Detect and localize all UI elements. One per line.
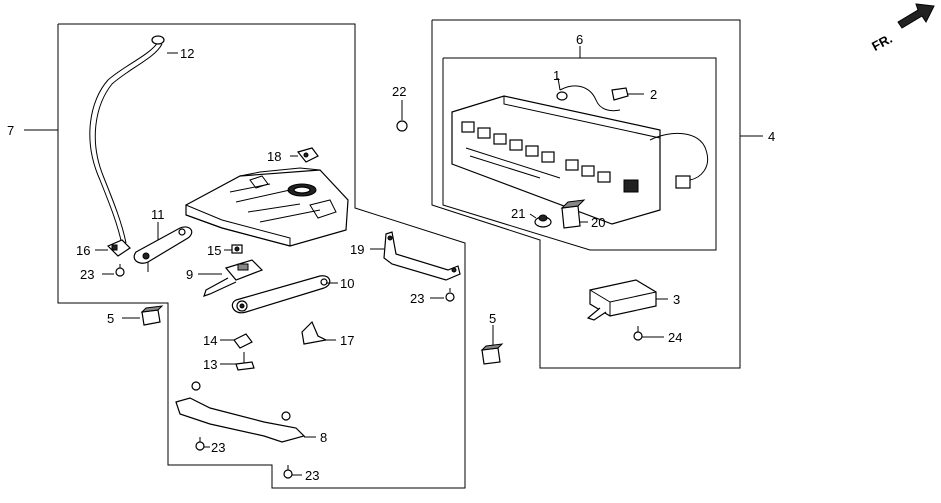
group-6-outline <box>442 46 717 251</box>
front-direction-arrow: FR. <box>869 3 935 54</box>
part-15-grommet <box>224 244 243 254</box>
part-18-clip <box>290 147 319 163</box>
part-8-mounting-bracket <box>175 381 316 443</box>
control-unit-buttons <box>461 121 639 193</box>
part-17-bracket <box>301 320 336 345</box>
callout-21: 21 <box>511 206 525 221</box>
callout-9: 9 <box>186 267 193 282</box>
callout-19: 19 <box>350 242 364 257</box>
callout-13: 13 <box>203 357 217 372</box>
part-11-lever <box>133 222 193 272</box>
part-9-slide-lever <box>198 259 264 297</box>
callout-18: 18 <box>267 149 281 164</box>
group-7-outline <box>24 23 466 489</box>
part-5-knob-middle <box>480 325 504 365</box>
part-6-heater-control-unit <box>451 85 708 225</box>
part-22-screw <box>396 100 408 132</box>
part-24-screw <box>633 326 664 341</box>
callout-2: 2 <box>650 87 657 102</box>
part-2-bulb-socket <box>611 87 644 101</box>
callout-11: 11 <box>151 207 165 222</box>
part-19-bracket <box>370 231 461 281</box>
group-4-outline <box>431 19 763 369</box>
part-13-pin <box>220 352 255 371</box>
part-16-cable-clip <box>95 239 131 257</box>
callout-23-left: 23 <box>80 267 94 282</box>
part-14-clip <box>220 333 253 349</box>
callout-15: 15 <box>207 243 221 258</box>
callout-8: 8 <box>320 430 327 445</box>
callout-12: 12 <box>180 46 194 61</box>
callout-23-bottom: 23 <box>305 468 319 483</box>
callout-23-lower: 23 <box>211 440 225 455</box>
callout-14: 14 <box>203 333 217 348</box>
part-23-screw-b <box>430 288 455 302</box>
callout-1: 1 <box>553 68 560 83</box>
control-base-plate <box>185 167 349 247</box>
callout-labels: 1 2 3 4 5 5 6 7 8 9 10 11 12 13 14 15 16… <box>7 32 775 483</box>
callout-22: 22 <box>392 84 406 99</box>
callout-16: 16 <box>76 243 90 258</box>
callout-20: 20 <box>591 215 605 230</box>
callout-3: 3 <box>673 292 680 307</box>
part-20-switch-knob <box>560 199 588 229</box>
part-12-control-cable <box>89 35 178 246</box>
callout-17: 17 <box>340 333 354 348</box>
callout-23-right: 23 <box>410 291 424 306</box>
front-direction-label: FR. <box>869 31 895 54</box>
part-23-screw-c <box>195 437 210 451</box>
part-5-knob-left <box>122 305 164 326</box>
callout-4: 4 <box>768 129 775 144</box>
part-10-link-arm <box>231 275 338 314</box>
part-23-screw-a <box>102 264 125 277</box>
callout-5-left: 5 <box>107 311 114 326</box>
callout-10: 10 <box>340 276 354 291</box>
part-23-screw-d <box>283 465 302 479</box>
callout-24: 24 <box>668 330 682 345</box>
part-3-blower-switch <box>586 279 668 321</box>
callout-6: 6 <box>576 32 583 47</box>
callout-5-middle: 5 <box>489 311 496 326</box>
part-21-knob-cap <box>529 213 552 228</box>
part-1-bulb <box>556 77 568 101</box>
callout-7: 7 <box>7 123 14 138</box>
